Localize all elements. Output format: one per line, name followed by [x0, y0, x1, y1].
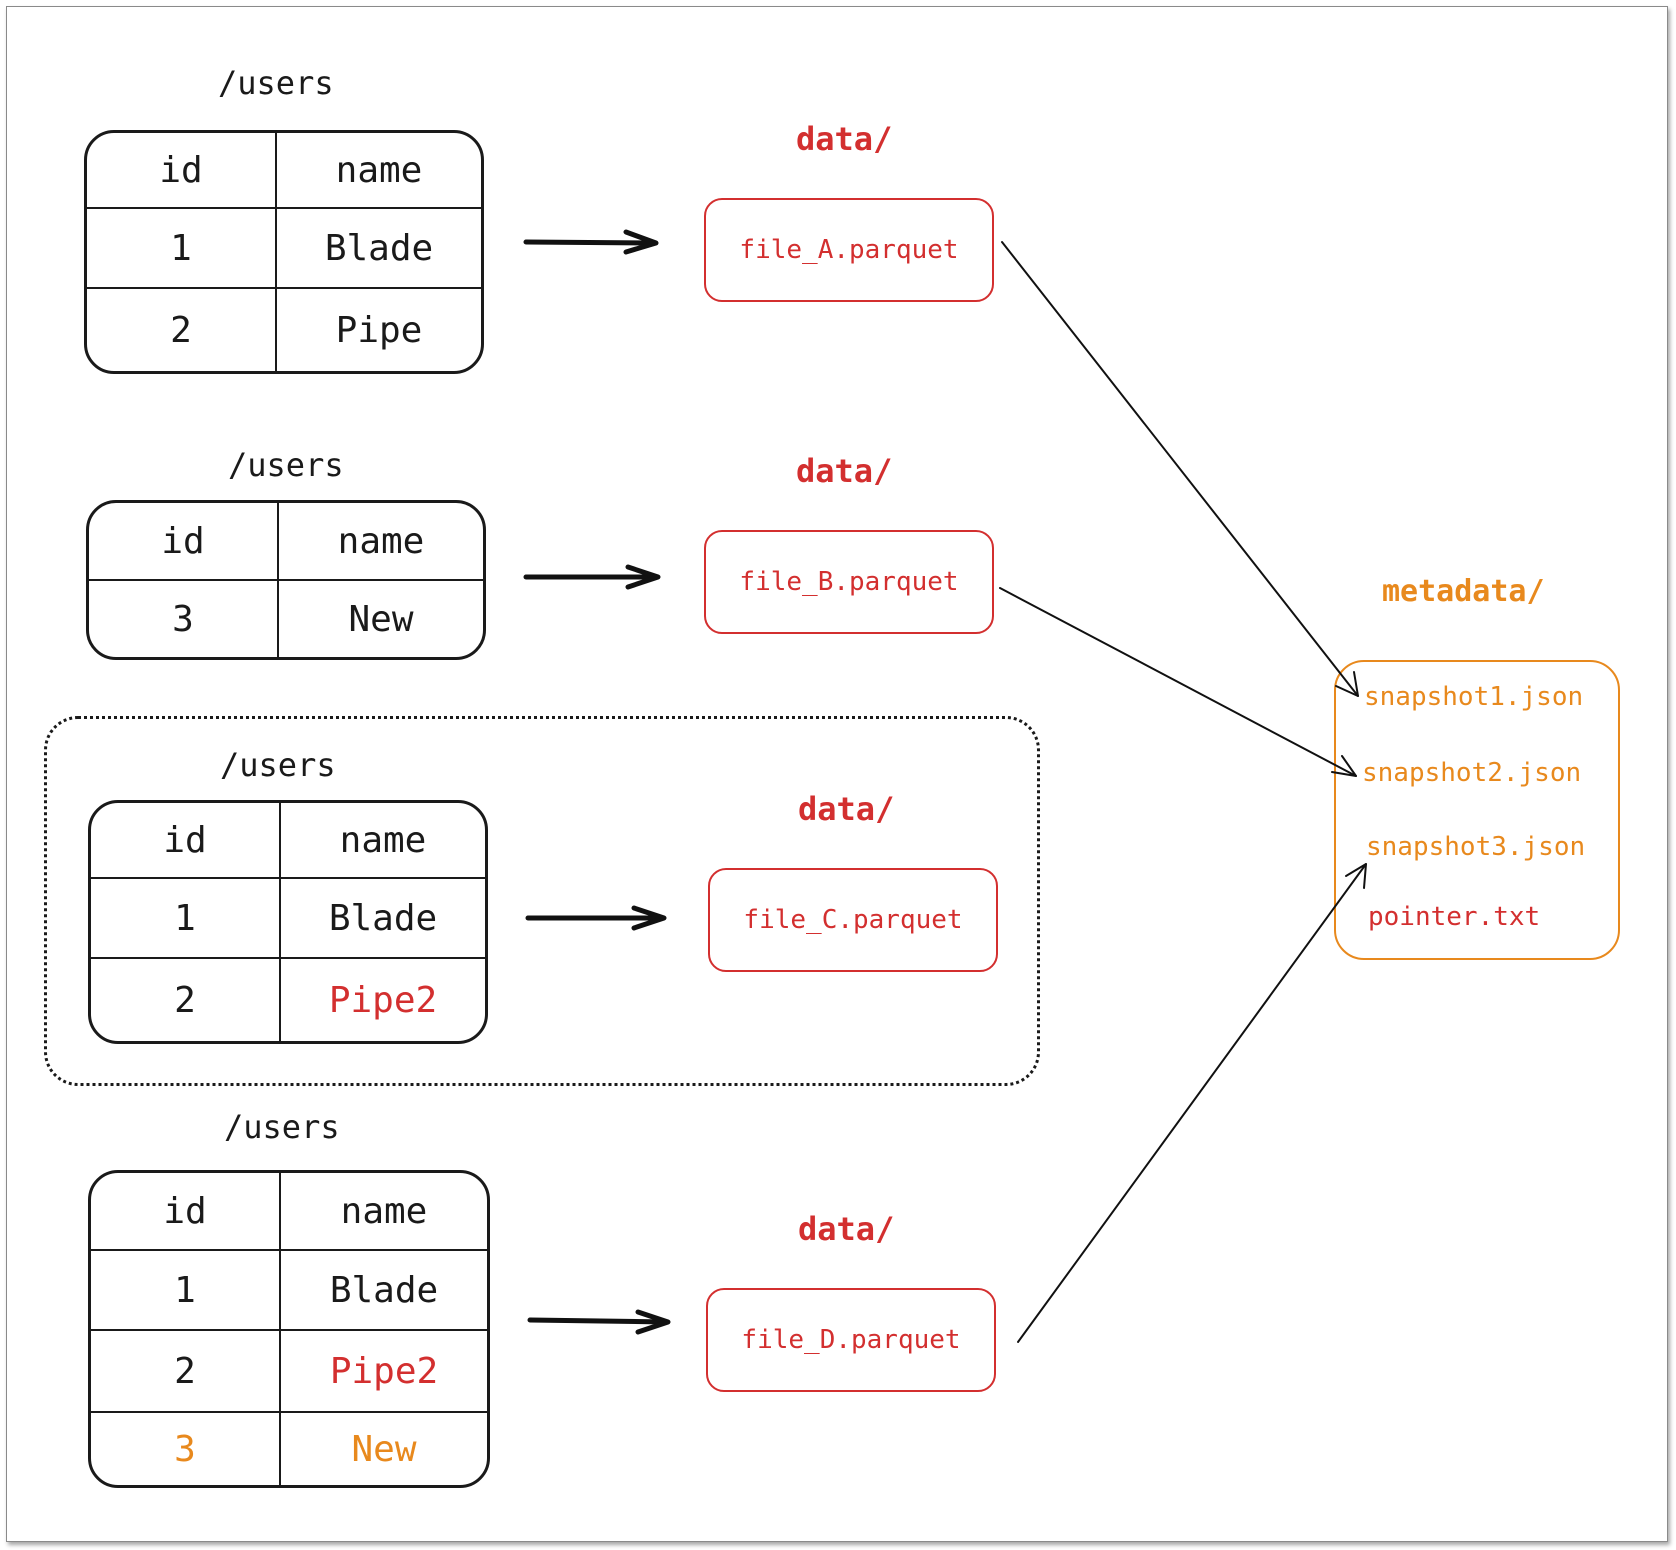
cell-id: 2	[91, 1331, 281, 1411]
table-row: 2 Pipe	[87, 287, 481, 371]
cell-id: 1	[91, 879, 281, 957]
file-box-d: file_D.parquet	[706, 1288, 996, 1392]
cell-name: Blade	[328, 897, 438, 939]
header-name: name	[339, 819, 427, 861]
header-id: id	[87, 133, 277, 207]
cell-id: 2	[91, 959, 281, 1041]
table-row: 1 Blade	[91, 1249, 487, 1329]
table-header-row: id name	[87, 133, 481, 207]
metadata-box	[1334, 660, 1620, 960]
data-label-1: data/	[796, 120, 893, 158]
users-table-1: id name 1 Blade 2 Pipe	[84, 130, 484, 374]
users-table-3: id name 1 Blade 2 Pipe2	[88, 800, 488, 1044]
users-table-2: id name 3 New	[86, 500, 486, 660]
header-id: id	[89, 503, 279, 579]
diagram-frame	[6, 6, 1668, 1542]
data-label-3: data/	[798, 790, 895, 828]
table-row: 3 New	[89, 579, 483, 657]
cell-name-new: New	[351, 1428, 417, 1470]
header-name: name	[340, 1190, 428, 1232]
snapshot2-file: snapshot2.json	[1362, 758, 1582, 788]
cell-name: Blade	[329, 1269, 439, 1311]
cell-name-updated: Pipe2	[328, 979, 438, 1021]
table-header-row: id name	[91, 803, 485, 877]
table-header-row: id name	[89, 503, 483, 579]
data-label-2: data/	[796, 452, 893, 490]
cell-name: Pipe	[335, 309, 423, 351]
table-label-3: /users	[220, 746, 336, 784]
table-row: 1 Blade	[87, 207, 481, 287]
cell-name: New	[348, 598, 414, 640]
snapshot3-file: snapshot3.json	[1366, 832, 1586, 862]
table-label-1: /users	[218, 64, 334, 102]
pointer-file: pointer.txt	[1368, 902, 1541, 932]
header-id: id	[91, 803, 281, 877]
table-row: 2 Pipe2	[91, 1329, 487, 1411]
file-box-c: file_C.parquet	[708, 868, 998, 972]
cell-id: 3	[89, 581, 279, 657]
cell-name-updated: Pipe2	[329, 1350, 439, 1392]
table-row: 2 Pipe2	[91, 957, 485, 1041]
snapshot1-file: snapshot1.json	[1364, 682, 1584, 712]
cell-name: Blade	[324, 227, 434, 269]
cell-id: 1	[91, 1251, 281, 1329]
cell-id: 1	[87, 209, 277, 287]
table-label-2: /users	[228, 446, 344, 484]
table-row: 1 Blade	[91, 877, 485, 957]
table-header-row: id name	[91, 1173, 487, 1249]
data-label-4: data/	[798, 1210, 895, 1248]
file-box-b: file_B.parquet	[704, 530, 994, 634]
file-box-a: file_A.parquet	[704, 198, 994, 302]
table-row: 3 New	[91, 1411, 487, 1485]
metadata-label: metadata/	[1382, 574, 1545, 609]
users-table-4: id name 1 Blade 2 Pipe2 3 New	[88, 1170, 490, 1488]
cell-id: 2	[87, 289, 277, 371]
header-id: id	[91, 1173, 281, 1249]
table-label-4: /users	[224, 1108, 340, 1146]
cell-id-new: 3	[91, 1413, 281, 1485]
header-name: name	[335, 149, 423, 191]
header-name: name	[337, 520, 425, 562]
